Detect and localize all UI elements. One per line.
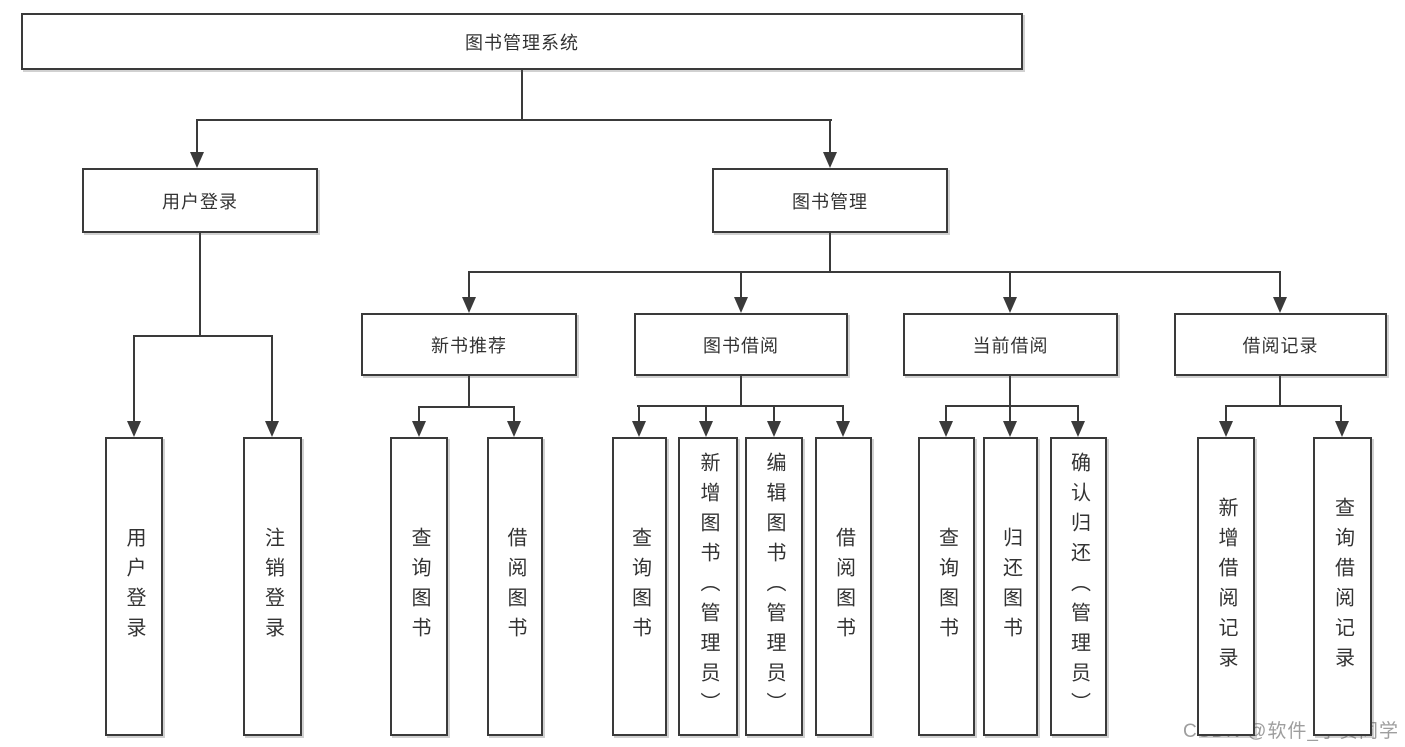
node-borrow-records: 借阅记录 [1174, 313, 1387, 376]
node-label-new-book-recommend: 新书推荐 [431, 335, 507, 356]
connector-line [468, 376, 470, 407]
connector-line [1225, 405, 1342, 407]
node-leaf-user-login: 用户登录 [105, 437, 163, 736]
arrow-head-icon [767, 421, 781, 437]
node-label-leaf-user-login: 用户登录 [123, 526, 145, 647]
connector-line [196, 119, 198, 153]
node-label-root: 图书管理系统 [465, 32, 579, 53]
connector-line [521, 68, 523, 120]
node-user-login: 用户登录 [82, 168, 318, 233]
arrow-head-icon [1335, 421, 1349, 437]
node-label-current-borrow: 当前借阅 [972, 335, 1049, 356]
connector-line [773, 405, 775, 422]
connector-line [468, 271, 1281, 273]
connector-line [1279, 376, 1281, 406]
arrow-head-icon [1219, 421, 1233, 437]
node-label-leaf-query-borrow-record: 查询借阅记录 [1331, 496, 1354, 677]
arrow-head-icon [734, 297, 748, 313]
connector-line [468, 271, 470, 299]
node-leaf-add-book-admin: 新增图书（管理员） [678, 437, 738, 736]
connector-line [1077, 405, 1079, 422]
connector-line [418, 406, 420, 422]
node-leaf-query-borrow-record: 查询借阅记录 [1313, 437, 1372, 736]
node-leaf-add-borrow-record: 新增借阅记录 [1197, 437, 1255, 736]
arrow-head-icon [190, 152, 204, 168]
node-label-user-login: 用户登录 [162, 191, 238, 212]
arrow-head-icon [823, 152, 837, 168]
arrow-head-icon [1071, 421, 1085, 437]
node-label-leaf-query-book-current: 查询图书 [935, 526, 958, 647]
connector-line [842, 405, 844, 422]
connector-line [829, 119, 831, 153]
connector-line [1009, 376, 1011, 406]
connector-line [1279, 271, 1281, 299]
node-label-leaf-confirm-return-admin: 确认归还（管理员） [1067, 451, 1090, 722]
connector-line [196, 119, 832, 121]
node-label-book-management: 图书管理 [792, 191, 868, 212]
node-label-leaf-add-book-admin: 新增图书（管理员） [697, 451, 719, 722]
arrow-head-icon [699, 421, 713, 437]
arrow-head-icon [632, 421, 646, 437]
connector-line [945, 405, 947, 422]
connector-line [637, 405, 844, 407]
connector-line [945, 405, 1079, 407]
arrow-head-icon [462, 297, 476, 313]
node-leaf-query-book-current: 查询图书 [918, 437, 975, 736]
node-label-leaf-query-book-recommend: 查询图书 [408, 526, 430, 647]
connector-line [740, 376, 742, 406]
connector-line [1009, 271, 1011, 299]
node-label-borrow-records: 借阅记录 [1242, 335, 1319, 356]
node-label-leaf-borrow-book: 借阅图书 [832, 526, 855, 647]
node-new-book-recommend: 新书推荐 [361, 313, 577, 376]
node-label-leaf-edit-book-admin: 编辑图书（管理员） [763, 451, 785, 722]
connector-line [1009, 405, 1011, 422]
node-book-borrow: 图书借阅 [634, 313, 848, 376]
connector-line [829, 233, 831, 272]
connector-line [1340, 405, 1342, 422]
node-label-book-borrow: 图书借阅 [703, 335, 779, 356]
node-leaf-confirm-return-admin: 确认归还（管理员） [1050, 437, 1107, 736]
arrow-head-icon [412, 421, 426, 437]
connector-line [271, 335, 273, 421]
node-leaf-borrow-book: 借阅图书 [815, 437, 872, 736]
arrow-head-icon [127, 421, 141, 437]
node-leaf-return-book: 归还图书 [983, 437, 1038, 736]
node-leaf-borrow-book-recommend: 借阅图书 [487, 437, 543, 736]
node-leaf-edit-book-admin: 编辑图书（管理员） [745, 437, 803, 736]
connector-line [1225, 405, 1227, 422]
arrow-head-icon [265, 421, 279, 437]
node-label-leaf-logout: 注销登录 [261, 526, 284, 647]
connector-line [740, 271, 742, 299]
arrow-head-icon [939, 421, 953, 437]
connector-line [513, 406, 515, 422]
arrow-head-icon [1273, 297, 1287, 313]
arrow-head-icon [836, 421, 850, 437]
node-leaf-query-book-borrow: 查询图书 [612, 437, 667, 736]
connector-line [705, 405, 707, 422]
node-label-leaf-query-book-borrow: 查询图书 [628, 526, 651, 647]
connector-line [638, 405, 640, 422]
arrow-head-icon [507, 421, 521, 437]
node-label-leaf-return-book: 归还图书 [999, 526, 1022, 647]
node-label-leaf-borrow-book-recommend: 借阅图书 [504, 526, 526, 647]
connector-line [418, 406, 515, 408]
node-leaf-logout: 注销登录 [243, 437, 302, 736]
node-label-leaf-add-borrow-record: 新增借阅记录 [1215, 496, 1237, 677]
arrow-head-icon [1003, 421, 1017, 437]
connector-line [133, 335, 273, 337]
node-book-management: 图书管理 [712, 168, 948, 233]
node-root: 图书管理系统 [21, 13, 1023, 70]
node-current-borrow: 当前借阅 [903, 313, 1118, 376]
node-leaf-query-book-recommend: 查询图书 [390, 437, 448, 736]
connector-line [133, 335, 135, 421]
arrow-head-icon [1003, 297, 1017, 313]
connector-line [199, 233, 201, 336]
